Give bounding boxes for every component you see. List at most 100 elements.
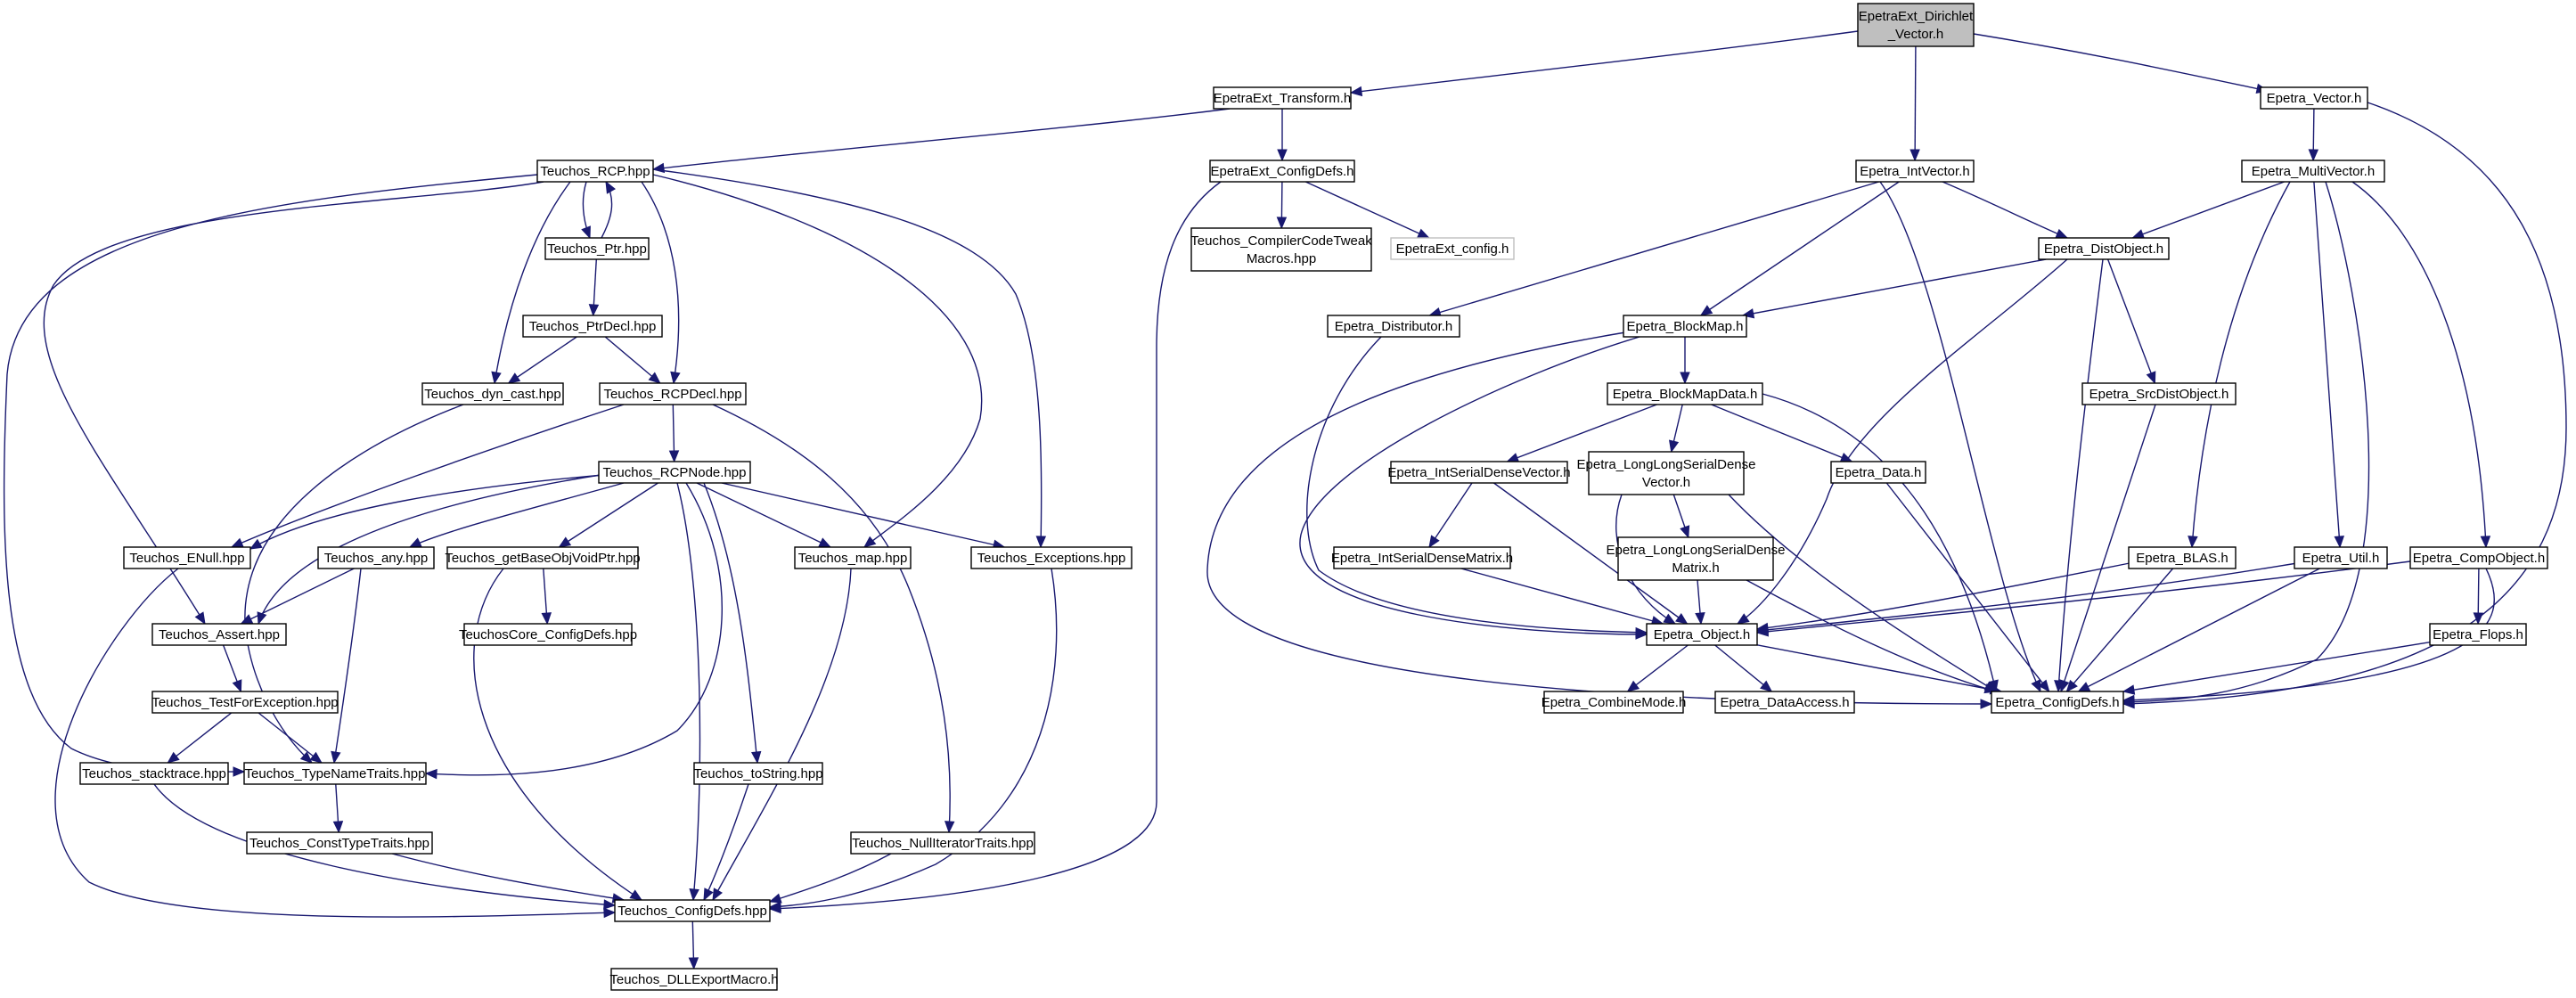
node-teuchos_dllexportmacro[interactable]: Teuchos_DLLExportMacro.h	[609, 968, 779, 991]
node-epetra_distobject[interactable]: Epetra_DistObject.h	[2038, 237, 2170, 260]
node-epetra_compobject[interactable]: Epetra_CompObject.h	[2409, 546, 2548, 569]
node-epetra_flops[interactable]: Epetra_Flops.h	[2429, 623, 2527, 646]
node-box[interactable]	[970, 546, 1133, 569]
node-teuchos_ptr[interactable]: Teuchos_Ptr.hpp	[544, 237, 650, 260]
node-box[interactable]	[693, 762, 823, 785]
node-box[interactable]	[446, 546, 639, 569]
node-box[interactable]	[1714, 691, 1855, 714]
node-box[interactable]	[421, 382, 564, 405]
node-box[interactable]	[2038, 237, 2170, 260]
node-box[interactable]	[123, 546, 251, 569]
node-box[interactable]	[317, 546, 435, 569]
node-box[interactable]	[1390, 237, 1515, 260]
node-teuchos_map[interactable]: Teuchos_map.hpp	[794, 546, 912, 569]
node-box[interactable]	[2128, 546, 2237, 569]
node-box[interactable]	[1390, 461, 1568, 484]
arrowhead-icon	[2122, 694, 2135, 706]
node-epetra_vector[interactable]: Epetra_Vector.h	[2260, 86, 2368, 110]
node-epetra_combinemode[interactable]: Epetra_CombineMode.h	[1542, 691, 1687, 714]
node-box[interactable]	[2081, 382, 2237, 405]
node-box[interactable]	[79, 762, 229, 785]
node-box[interactable]	[1617, 536, 1774, 581]
node-box[interactable]	[2429, 623, 2527, 646]
node-epetra_intserialdensematrix[interactable]: Epetra_IntSerialDenseMatrix.h	[1331, 546, 1513, 569]
node-epetra_blas[interactable]: Epetra_BLAS.h	[2128, 546, 2237, 569]
node-root[interactable]: EpetraExt_Dirichlet_Vector.h	[1857, 3, 1975, 47]
node-box[interactable]	[522, 315, 663, 338]
node-epetra_distributor[interactable]: Epetra_Distributor.h	[1327, 315, 1460, 338]
node-box[interactable]	[1588, 451, 1745, 495]
node-teuchos_tostring[interactable]: Teuchos_toString.hpp	[693, 762, 823, 785]
node-box[interactable]	[614, 899, 771, 922]
edge-line	[1507, 404, 1657, 462]
node-teuchos_enull[interactable]: Teuchos_ENull.hpp	[123, 546, 251, 569]
node-epetra_configdefs[interactable]: Epetra_ConfigDefs.h	[1991, 691, 2124, 714]
node-teuchos_getbaseobjvoidptr[interactable]: Teuchos_getBaseObjVoidPtr.hpp	[445, 546, 641, 569]
node-box[interactable]	[536, 160, 654, 183]
node-box[interactable]	[2241, 160, 2385, 183]
node-box[interactable]	[598, 461, 751, 484]
node-box[interactable]	[1333, 546, 1511, 569]
node-label: Epetra_IntVector.h	[1860, 164, 1969, 179]
edge-teuchos_rcp-to-teuchos_assert	[43, 181, 544, 626]
node-teuchos_assert[interactable]: Teuchos_Assert.hpp	[151, 623, 287, 646]
node-box[interactable]	[1857, 3, 1975, 47]
node-teuchos_stacktrace[interactable]: Teuchos_stacktrace.hpp	[79, 762, 229, 785]
node-box[interactable]	[1213, 86, 1352, 110]
node-box[interactable]	[1190, 227, 1372, 272]
node-teuchos_ptrdecl[interactable]: Teuchos_PtrDecl.hpp	[522, 315, 663, 338]
node-box[interactable]	[246, 831, 433, 855]
node-teuchos_testforexception[interactable]: Teuchos_TestForException.hpp	[151, 691, 339, 714]
node-box[interactable]	[599, 382, 747, 405]
node-teuchos_rcp[interactable]: Teuchos_RCP.hpp	[536, 160, 654, 183]
arrowhead-icon	[688, 957, 699, 970]
node-teuchos_typenametraits[interactable]: Teuchos_TypeNameTraits.hpp	[243, 762, 427, 785]
node-box[interactable]	[2260, 86, 2368, 110]
node-epetra_intvector[interactable]: Epetra_IntVector.h	[1855, 160, 1975, 183]
node-box[interactable]	[544, 237, 650, 260]
node-teuchos_rcpdecl[interactable]: Teuchos_RCPDecl.hpp	[599, 382, 747, 405]
node-box[interactable]	[151, 623, 287, 646]
node-epetraext_transform[interactable]: EpetraExt_Transform.h	[1213, 86, 1352, 110]
node-teuchos_exceptions[interactable]: Teuchos_Exceptions.hpp	[970, 546, 1133, 569]
node-epetra_blockmapdata[interactable]: Epetra_BlockMapData.h	[1607, 382, 1763, 405]
node-box[interactable]	[1543, 691, 1684, 714]
node-teuchos_dyn_cast[interactable]: Teuchos_dyn_cast.hpp	[421, 382, 564, 405]
node-box[interactable]	[1209, 160, 1355, 183]
node-box[interactable]	[1607, 382, 1763, 405]
node-epetra_data[interactable]: Epetra_Data.h	[1830, 461, 1926, 484]
node-box[interactable]	[463, 623, 633, 646]
node-box[interactable]	[1855, 160, 1975, 183]
node-epetra_intserialdensevector[interactable]: Epetra_IntSerialDenseVector.h	[1387, 461, 1571, 484]
node-box[interactable]	[1991, 691, 2124, 714]
node-box[interactable]	[151, 691, 339, 714]
node-box[interactable]	[850, 831, 1035, 855]
node-epetra_multivector[interactable]: Epetra_MultiVector.h	[2241, 160, 2385, 183]
node-box[interactable]	[243, 762, 427, 785]
node-box[interactable]	[1646, 623, 1758, 646]
node-box[interactable]	[2409, 546, 2548, 569]
node-epetraext_configdefs[interactable]: EpetraExt_ConfigDefs.h	[1209, 160, 1355, 183]
node-epetraext_config[interactable]: EpetraExt_config.h	[1390, 237, 1515, 260]
node-epetra_object[interactable]: Epetra_Object.h	[1646, 623, 1758, 646]
node-box[interactable]	[1327, 315, 1460, 338]
node-box[interactable]	[610, 968, 778, 991]
node-box[interactable]	[794, 546, 912, 569]
node-teuchos_consttypetraits[interactable]: Teuchos_ConstTypeTraits.hpp	[246, 831, 433, 855]
node-epetra_srcdistobject[interactable]: Epetra_SrcDistObject.h	[2081, 382, 2237, 405]
node-epetra_util[interactable]: Epetra_Util.h	[2294, 546, 2388, 569]
node-box[interactable]	[2294, 546, 2388, 569]
node-epetra_dataaccess[interactable]: Epetra_DataAccess.h	[1714, 691, 1855, 714]
node-teuchos_rcpnode[interactable]: Teuchos_RCPNode.hpp	[598, 461, 751, 484]
node-epetra_blockmap[interactable]: Epetra_BlockMap.h	[1623, 315, 1747, 338]
node-box[interactable]	[1830, 461, 1926, 484]
node-box[interactable]	[1623, 315, 1747, 338]
node-teuchos_any[interactable]: Teuchos_any.hpp	[317, 546, 435, 569]
node-teuchos_nulliteratortraits[interactable]: Teuchos_NullIteratorTraits.hpp	[850, 831, 1035, 855]
arrowhead-icon	[309, 751, 323, 764]
node-teuchos_configdefs[interactable]: Teuchos_ConfigDefs.hpp	[614, 899, 771, 922]
node-teuchoscore_configdefs[interactable]: TeuchosCore_ConfigDefs.hpp	[459, 623, 637, 646]
